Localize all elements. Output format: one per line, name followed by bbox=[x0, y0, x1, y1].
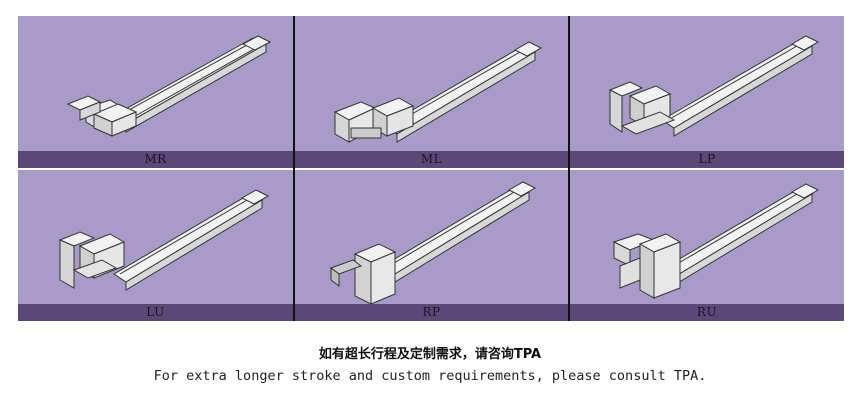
panel-lp: LP bbox=[570, 16, 844, 168]
panel-label: LP bbox=[570, 151, 844, 168]
actuator-mr-illustration bbox=[66, 35, 272, 137]
actuator-ru-illustration bbox=[612, 183, 820, 299]
panel-label: LU bbox=[18, 304, 293, 321]
panel-label: MR bbox=[18, 151, 293, 168]
actuator-lp-illustration bbox=[608, 35, 820, 137]
actuator-lu-illustration bbox=[58, 189, 270, 291]
actuator-rp-illustration bbox=[329, 181, 537, 304]
motor-configuration-grid: MR ML bbox=[18, 16, 844, 321]
panel-mr: MR bbox=[18, 16, 293, 168]
caption-chinese: 如有超长行程及定制需求，请咨询TPA bbox=[318, 347, 542, 362]
panel-label: ML bbox=[295, 151, 568, 168]
panel-label: RU bbox=[570, 304, 844, 321]
panel-ml: ML bbox=[295, 16, 568, 168]
panel-ru: RU bbox=[570, 170, 844, 321]
panel-label: RP bbox=[295, 304, 568, 321]
panel-rp: RP bbox=[295, 170, 568, 321]
panel-lu: LU bbox=[18, 170, 293, 321]
caption-english: For extra longer stroke and custom requi… bbox=[153, 368, 707, 384]
column-divider bbox=[568, 16, 570, 321]
actuator-ml-illustration bbox=[333, 41, 543, 143]
column-divider bbox=[293, 16, 295, 321]
